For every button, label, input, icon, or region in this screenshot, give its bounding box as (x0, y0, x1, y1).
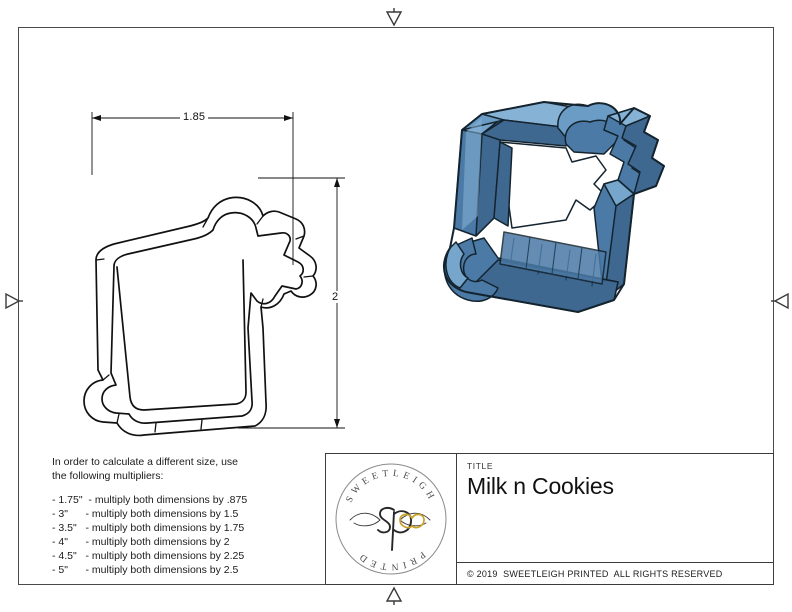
triangle-right-icon (3, 291, 23, 311)
resize-instructions: In order to calculate a different size, … (52, 456, 320, 577)
copyright-row: © 2019 SWEETLEIGH PRINTED ALL RIGHTS RES… (457, 563, 773, 584)
triangle-up-icon (384, 585, 404, 605)
instructions-intro: In order to calculate a different size, … (52, 456, 320, 483)
list-item: - 5" - multiply both dimensions by 2.5 (52, 564, 239, 577)
title-field: TITLE Milk n Cookies (457, 454, 773, 563)
list-item: - 3" - multiply both dimensions by 1.5 (52, 508, 239, 521)
list-item: - 1.75" - multiply both dimensions by .8… (52, 494, 248, 507)
triangle-left-icon (771, 291, 791, 311)
list-item: - 4.5" - multiply both dimensions by 2.2… (52, 550, 245, 563)
multiplier-list: - 1.75" - multiply both dimensions by .8… (52, 493, 320, 577)
title-field-value: Milk n Cookies (467, 473, 614, 499)
3d-render-view (438, 88, 678, 323)
copyright-text: © 2019 SWEETLEIGH PRINTED ALL RIGHTS RES… (467, 568, 723, 579)
list-item: - 3.5" - multiply both dimensions by 1.7… (52, 522, 245, 535)
triangle-down-icon (384, 8, 404, 28)
instructions-intro-line-2: the following multipliers: (52, 469, 164, 482)
outline-drawing-view (70, 160, 330, 445)
title-block-right: TITLE Milk n Cookies © 2019 SWEETLEIGH P… (457, 454, 773, 584)
title-field-label: TITLE (467, 461, 494, 471)
brand-logo: SWEETLEIGH PRINTED (326, 454, 457, 584)
title-block: SWEETLEIGH PRINTED (325, 453, 774, 585)
list-item: - 4" - multiply both dimensions by 2 (52, 536, 230, 549)
instructions-intro-line-1: In order to calculate a different size, … (52, 456, 238, 468)
